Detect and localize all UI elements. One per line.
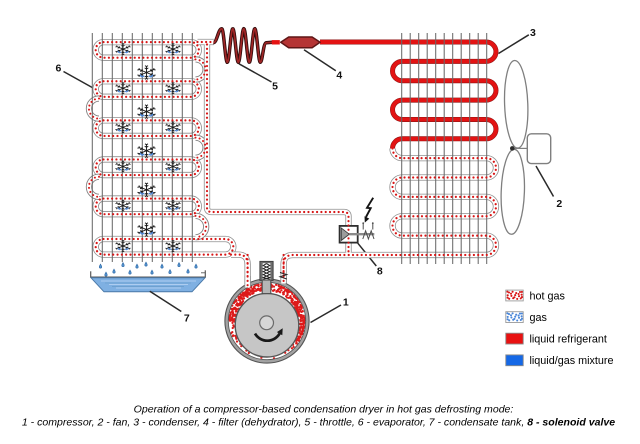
svg-text:liquid/gas mixture: liquid/gas mixture	[530, 355, 614, 367]
svg-text:4: 4	[336, 69, 342, 81]
svg-text:3: 3	[530, 27, 536, 39]
svg-text:6: 6	[55, 62, 61, 74]
svg-text:2: 2	[556, 198, 562, 210]
svg-text:1: 1	[343, 296, 349, 308]
svg-text:1 - compressor, 2 - fan, 3 - c: 1 - compressor, 2 - fan, 3 - condenser, …	[22, 417, 615, 429]
svg-text:5: 5	[272, 80, 278, 92]
svg-text:Operation of a compressor-base: Operation of a compressor-based condensa…	[134, 403, 514, 415]
svg-text:gas: gas	[530, 312, 548, 324]
svg-text:hot gas: hot gas	[530, 290, 566, 302]
svg-text:liquid refrigerant: liquid refrigerant	[530, 333, 607, 345]
svg-text:7: 7	[184, 313, 190, 325]
svg-text:8: 8	[377, 265, 383, 277]
